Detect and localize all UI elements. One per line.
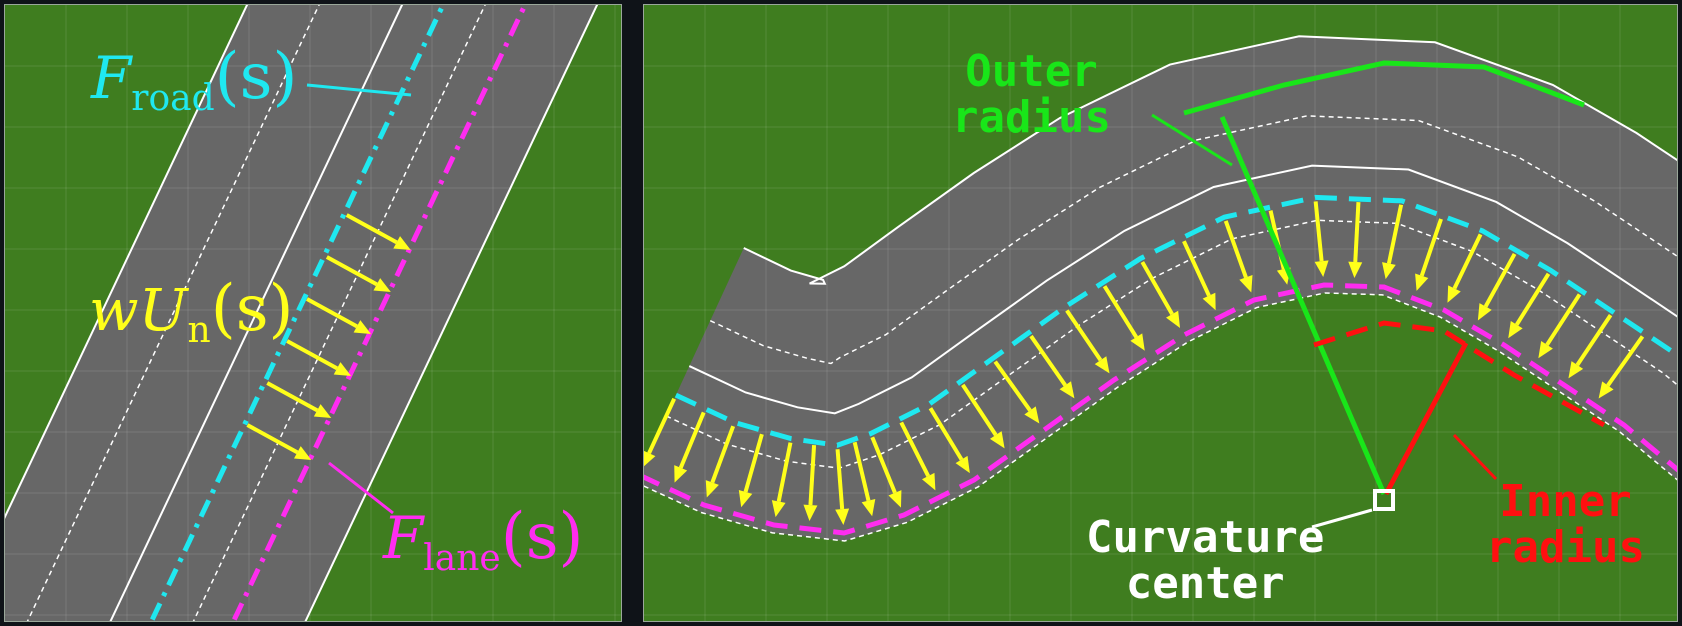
potential-arrow: [1382, 204, 1404, 280]
potential-arrow: [993, 360, 1040, 424]
potential-arrow: [1313, 201, 1329, 278]
potential-arrow: [870, 436, 902, 508]
lane-reference-curve: [230, 5, 528, 621]
potential-arrow: [1415, 218, 1443, 291]
potential-arrow: [1538, 293, 1582, 359]
potential-arrow: [1508, 272, 1551, 339]
potential-arrow: [306, 297, 371, 334]
lane-label-subscript: lane: [423, 538, 501, 579]
road-label-symbol: F: [91, 44, 132, 112]
inner-radius-label: Inner radius: [1486, 476, 1645, 574]
background-grid: [5, 5, 621, 621]
potential-arrow: [852, 441, 876, 517]
lane-label-symbol: F: [383, 504, 424, 572]
potential-arrow: [1182, 240, 1216, 311]
potential-arrow: [961, 383, 1005, 449]
road-surface: [5, 5, 598, 621]
inner-radius-leader: [1452, 433, 1498, 481]
outer-radius-label-line1: Outer: [965, 46, 1098, 97]
potential-arrow: [674, 411, 706, 483]
potential-arrow: [803, 445, 818, 522]
potential-arrow: [1140, 261, 1181, 329]
lane-label-leader: [328, 461, 394, 515]
road-label-leader: [306, 83, 412, 97]
potential-arrow: [286, 339, 352, 376]
curved-road-surface: [644, 36, 1677, 541]
potential-arrow: [1065, 309, 1110, 374]
outer-radius-label: Outer radius: [952, 46, 1111, 144]
road-label-subscript: road: [131, 78, 215, 119]
potential-arrow: [835, 449, 850, 526]
curvature-center-marker: [1373, 489, 1395, 511]
potential-arrow: [1102, 285, 1145, 351]
inner-radius-line: [1383, 341, 1469, 496]
road-edge-left: [5, 5, 249, 519]
potential-label-argument: (s): [210, 272, 294, 346]
potential-label-subscript: n: [187, 310, 211, 351]
potential-arrow: [771, 442, 793, 518]
potential-arrow: [1348, 202, 1363, 279]
potential-arrow: [325, 255, 391, 292]
potential-arrow: [1598, 335, 1645, 399]
potential-arrow: [928, 407, 970, 474]
straight-road-panel: Froad(s) wUn(s) Flane(s): [4, 4, 622, 622]
potential-arrow: [1223, 220, 1253, 293]
potential-arrow: [705, 425, 736, 498]
outer-radius-line: [1219, 116, 1387, 495]
curvature-center-label-line2: center: [1125, 558, 1285, 610]
lane-divider-dashed-2: [192, 5, 486, 621]
inner-radius-label-line1: Inner: [1499, 476, 1632, 527]
potential-arrow: [1568, 313, 1613, 379]
lane-reference-label: Flane(s): [383, 505, 584, 577]
curvature-center-label: Curvature center: [1086, 512, 1325, 610]
curved-road-panel: Outer radius Inner radius Curvature cent…: [643, 4, 1678, 622]
road-reference-curve: [674, 194, 1677, 448]
curvature-center-label-line1: Curvature: [1086, 512, 1325, 563]
potential-arrow: [1029, 334, 1075, 399]
outer-radius-label-line2: radius: [952, 92, 1111, 144]
lane-divider-dashed-1: [26, 5, 320, 621]
road-center-line: [688, 164, 1677, 415]
potential-arrow: [644, 397, 677, 467]
lane-label-argument: (s): [500, 500, 584, 574]
potential-label-weight: w: [89, 276, 139, 344]
potential-field-label: wUn(s): [89, 277, 294, 349]
potential-arrow: [899, 421, 936, 491]
lane-reference-curve: [644, 282, 1677, 536]
curvature-center-leader: [1311, 508, 1373, 529]
outer-radius-leader: [1151, 113, 1233, 167]
road-edge-right: [304, 5, 599, 621]
road-center-line: [109, 5, 404, 621]
road-label-argument: (s): [214, 40, 298, 114]
potential-arrow: [246, 423, 312, 460]
potential-arrow: [345, 213, 411, 250]
potential-arrow: [738, 433, 764, 508]
curved-road-canvas: [644, 5, 1677, 621]
lane-divider-dashed-1: [709, 115, 1677, 365]
potential-arrow: [1477, 252, 1517, 321]
outer-radius-arc: [1183, 60, 1585, 116]
inner-radius-label-line2: radius: [1486, 522, 1645, 574]
potential-label-symbol: U: [138, 276, 188, 344]
road-edge-outer: [743, 35, 1677, 285]
road-reference-label: Froad(s): [91, 45, 297, 117]
potential-arrow: [1447, 233, 1483, 303]
inner-radius-arc: [1313, 320, 1606, 428]
straight-road-canvas: [5, 5, 621, 621]
potential-arrow: [266, 381, 332, 418]
